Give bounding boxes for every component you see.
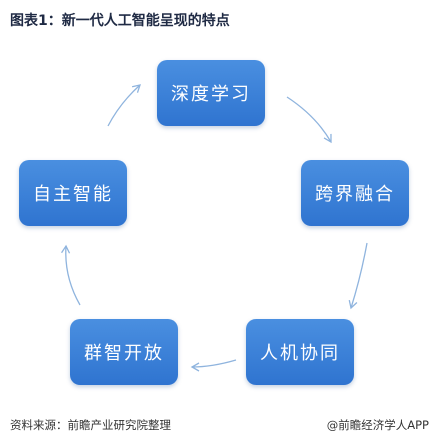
source-note: 资料来源：前瞻产业研究院整理 — [10, 418, 171, 432]
node-human-machine-collaboration: 人机协同 — [246, 319, 354, 385]
node-cross-border-fusion: 跨界融合 — [301, 160, 409, 226]
figure-title: 图表1：新一代人工智能呈现的特点 — [10, 13, 230, 29]
node-label: 跨界融合 — [315, 184, 395, 205]
node-label: 人机协同 — [260, 343, 340, 364]
node-swarm-intelligence-open: 群智开放 — [70, 319, 178, 385]
arrow-bottom-left-to-left — [61, 244, 81, 306]
node-deep-learning: 深度学习 — [157, 60, 265, 126]
node-autonomous-intelligence: 自主智能 — [19, 160, 127, 226]
arrow-bottom-right-to-bottom-left — [190, 359, 237, 372]
node-label: 深度学习 — [171, 84, 251, 105]
credit-note: @前瞻经济学人APP — [326, 418, 429, 432]
node-label: 群智开放 — [84, 343, 164, 364]
arrow-left-to-top — [107, 84, 141, 127]
arrow-right-to-bottom-right — [348, 242, 368, 310]
arrow-top-to-right — [286, 96, 332, 144]
node-label: 自主智能 — [33, 184, 113, 205]
